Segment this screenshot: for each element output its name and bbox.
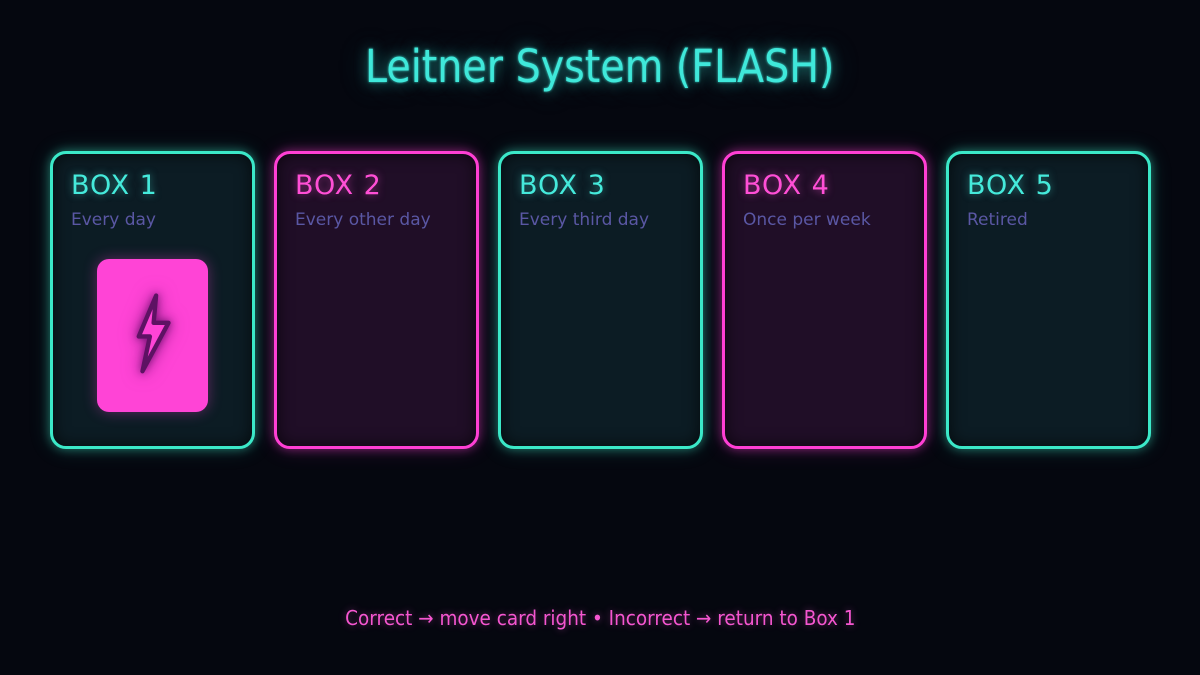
flashcard[interactable] <box>97 259 208 413</box>
leitner-box-4[interactable]: BOX 4 Once per week <box>722 151 927 449</box>
box-label: BOX 2 <box>295 170 382 201</box>
box-schedule: Every third day <box>519 210 650 231</box>
box-schedule: Every other day <box>295 210 431 231</box>
box-label: BOX 5 <box>967 170 1054 201</box>
box-schedule: Retired <box>967 210 1028 231</box>
leitner-box-2[interactable]: BOX 2 Every other day <box>274 151 479 449</box>
leitner-box-1[interactable]: BOX 1 Every day <box>50 151 255 449</box>
box-row: BOX 1 Every day BOX 2 Every other day BO… <box>50 151 1151 449</box>
box-schedule: Every day <box>71 210 156 231</box>
leitner-box-5[interactable]: BOX 5 Retired <box>946 151 1151 449</box>
box-label: BOX 4 <box>743 170 830 201</box>
page-title: Leitner System (FLASH) <box>0 40 1200 93</box>
footer-legend-text: Correct → move card right • Incorrect → … <box>344 606 856 630</box>
lightning-bolt-icon <box>122 288 184 384</box>
box-label: BOX 1 <box>71 170 158 201</box>
footer-legend: Correct → move card right • Incorrect → … <box>0 606 1200 630</box>
box-label: BOX 3 <box>519 170 606 201</box>
leitner-box-3[interactable]: BOX 3 Every third day <box>498 151 703 449</box>
box-schedule: Once per week <box>743 210 871 231</box>
page-title-text: Leitner System (FLASH) <box>365 40 835 93</box>
